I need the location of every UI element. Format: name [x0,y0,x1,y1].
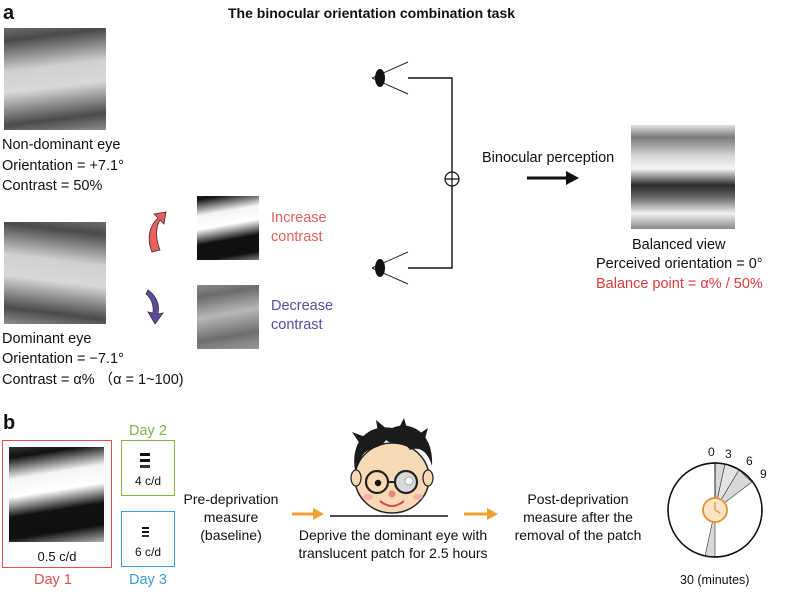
balanced-view-label: Balanced view [632,237,726,253]
clock-label-3: 3 [725,447,732,461]
binocular-connector [408,77,453,269]
decrease-grating [197,285,259,349]
day1-frame [2,440,112,568]
day1-freq: 0.5 c/d [37,549,77,564]
post-line-2: measure after the [523,509,633,525]
day1-label: Day 1 [34,572,72,588]
day2-label: Day 2 [129,423,167,439]
increase-grating [197,196,259,260]
increase-arrow [148,211,167,253]
clock-diagram [667,462,763,558]
dominant-label: Dominant eye [2,331,92,347]
binocular-perception-label: Binocular perception [482,150,615,166]
pre-line-3: (baseline) [200,527,262,543]
arrow-post-icon [464,508,498,520]
dominant-grating [4,222,106,324]
clock-label-9: 9 [760,467,767,481]
dominant-contrast: Contrast = α% （α = 1~100) [2,372,184,388]
increase-label-2: contrast [271,229,323,245]
day3-grating [142,527,149,537]
panel-a-letter: a [3,2,15,24]
eye-top-icon [371,61,409,95]
post-line-3: removal of the patch [514,527,642,543]
face-icon [350,418,434,514]
day2-grating [140,453,150,468]
panel-a-title: The binocular orientation combination ta… [228,5,516,21]
day3-frame [121,511,175,567]
clock-label-0: 0 [708,445,715,459]
increase-label-1: Increase [271,210,327,226]
non-dominant-grating [4,28,106,130]
day1-grating [9,447,104,542]
post-line-1: Post-deprivation [527,491,629,507]
panel-b-letter: b [3,412,16,434]
non-dominant-contrast: Contrast = 50% [2,178,103,194]
dominant-orientation: Orientation = −7.1° [2,351,124,367]
non-dominant-orientation: Orientation = +7.1° [2,158,124,174]
day3-label: Day 3 [129,572,167,588]
balanced-grating [631,125,735,229]
perceived-orientation: Perceived orientation = 0° [596,256,763,272]
non-dominant-label: Non-dominant eye [2,137,121,153]
deprive-line-1: Deprive the dominant eye with [298,527,488,543]
day3-freq: 6 c/d [134,545,161,559]
day2-freq: 4 c/d [134,474,161,488]
clock-label-6: 6 [746,454,753,468]
pre-line-2: measure [203,509,259,525]
balance-point: Balance point = α% / 50% [596,276,763,292]
deprive-line-2: translucent patch for 2.5 hours [298,545,488,561]
decrease-label-1: Decrease [271,298,334,314]
arrow-pre-icon [292,508,324,520]
eye-bottom-icon [371,251,409,285]
day2-frame [121,440,175,496]
decrease-label-2: contrast [271,317,323,333]
pre-line-1: Pre-deprivation [183,491,279,507]
decrease-arrow [145,289,164,325]
clock-label-30: 30 (minutes) [680,573,750,587]
